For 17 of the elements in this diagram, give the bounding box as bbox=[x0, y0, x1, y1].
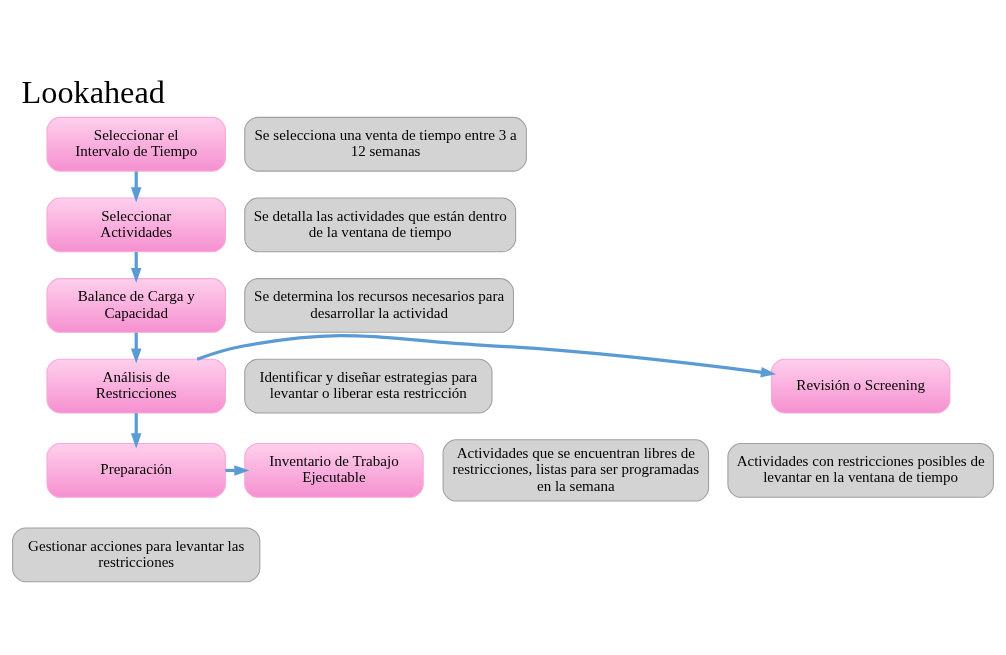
diagram-title: Lookahead bbox=[21, 74, 165, 111]
node-box: Se determina los recursos necesarios para desarrollar la actividad bbox=[244, 278, 514, 333]
node-box: Balance de Carga y Capacidad bbox=[46, 278, 226, 333]
arrow bbox=[130, 413, 142, 449]
node-box: Actividades con restricciones posibles de levantar en la ventana de tiempo bbox=[727, 443, 994, 498]
node-box: Preparación bbox=[46, 443, 226, 498]
arrow bbox=[196, 334, 776, 378]
node-box: Identificar y diseñar estrategias para levantar o liberar esta restricción bbox=[244, 358, 493, 414]
node-box: Seleccionar Actividades bbox=[46, 197, 226, 253]
node-box: Inventario de Trabajo Ejecutable bbox=[244, 443, 424, 498]
node-box: Revisión o Screening bbox=[770, 358, 951, 414]
node-box: Se detalla las actividades que están dentro de la ventana de tiempo bbox=[244, 197, 517, 253]
node-box: Actividades que se encuentran libres de restricciones, listas para ser programadas en la semana bbox=[442, 439, 710, 502]
node-box: Seleccionar el Intervalo de Tiempo bbox=[46, 116, 226, 172]
node-box: Se selecciona una venta de tiempo entre 3 a 12 semanas bbox=[244, 116, 527, 172]
node-box: Gestionar acciones para levantar las restricciones bbox=[12, 527, 261, 583]
node-box: Análisis de Restricciones bbox=[46, 358, 226, 414]
